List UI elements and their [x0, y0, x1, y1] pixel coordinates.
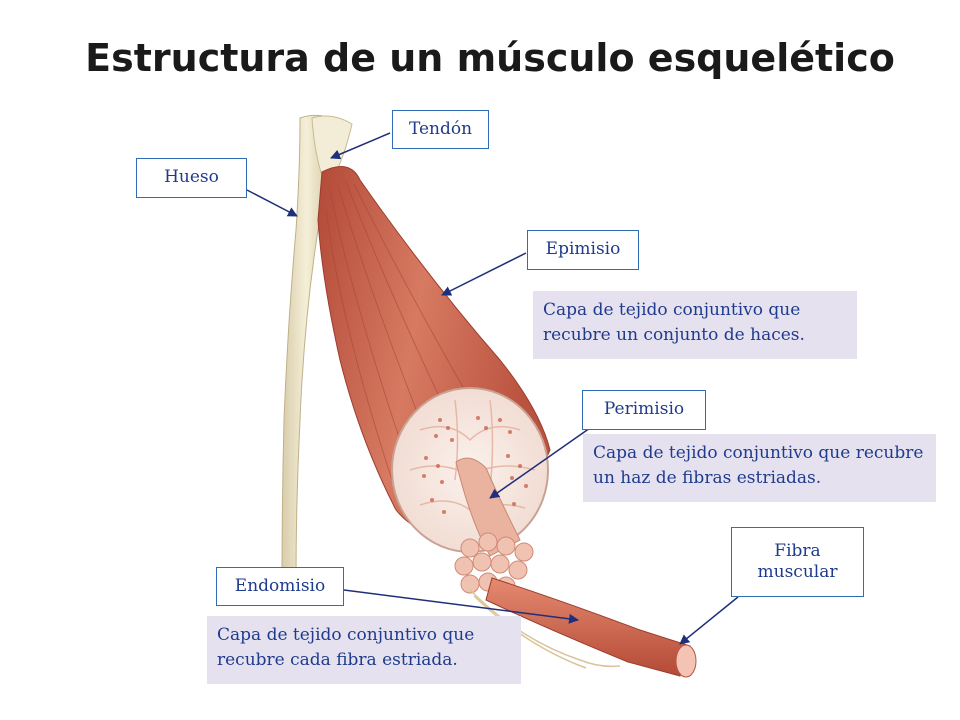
desc-endomisio: Capa de tejido conjuntivo que recubre ca…: [207, 616, 521, 684]
label-perimisio-text: Perimisio: [603, 399, 685, 420]
arrow-hueso: [246, 189, 298, 217]
label-fibra-muscular: Fibra muscular: [731, 527, 864, 597]
label-hueso-text: Hueso: [164, 167, 219, 188]
arrow-fibra: [679, 596, 739, 645]
label-fibra-line1: Fibra: [774, 540, 821, 561]
label-tendon: Tendón: [392, 110, 489, 149]
arrow-tendon: [330, 132, 391, 160]
label-perimisio: Perimisio: [582, 390, 706, 430]
desc-perimisio: Capa de tejido conjuntivo que recubre un…: [583, 434, 936, 502]
label-endomisio: Endomisio: [216, 567, 344, 606]
label-epimisio: Epimisio: [527, 230, 639, 270]
fiber-end: [675, 644, 697, 678]
fascicle: [455, 457, 521, 557]
label-hueso: Hueso: [136, 158, 247, 198]
desc-epimisio: Capa de tejido conjuntivo que recubre un…: [533, 291, 857, 359]
muscle-fiber: [485, 577, 691, 677]
label-endomisio-text: Endomisio: [234, 575, 326, 596]
tendon-shape: [311, 115, 353, 177]
arrow-perimisio: [489, 427, 591, 499]
label-fibra-line2: muscular: [757, 562, 838, 582]
arrow-epimisio: [441, 252, 527, 296]
arrow-endomisio: [343, 589, 579, 624]
label-tendon-text: Tendón: [408, 118, 473, 139]
page-title: Estructura de un músculo esquelético: [85, 36, 895, 80]
label-epimisio-text: Epimisio: [545, 239, 621, 260]
